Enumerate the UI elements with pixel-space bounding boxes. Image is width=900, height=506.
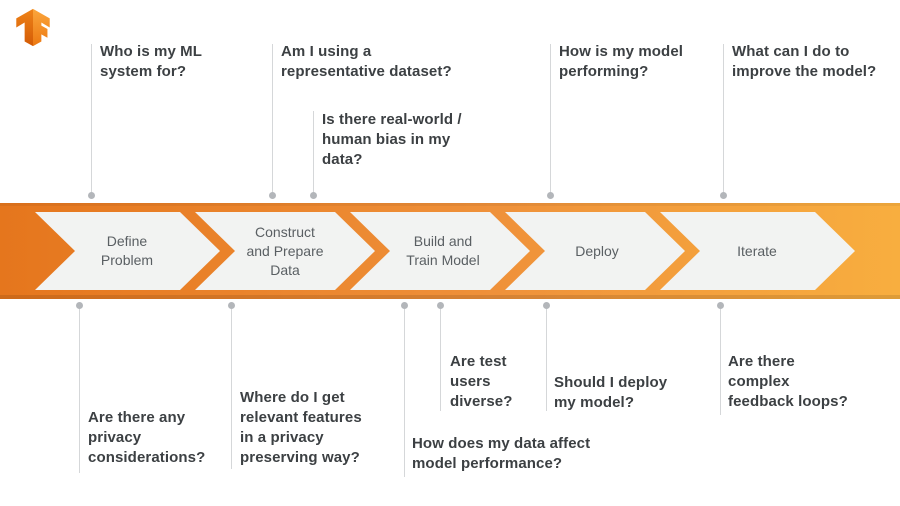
question-test-users-diverse: Are test users diverse? [450, 353, 513, 410]
question-model-performing: How is my model performing? [559, 43, 684, 80]
question-real-world-bias: Is there real-world / human bias in my d… [322, 111, 462, 168]
connector-dot [76, 302, 83, 309]
question-privacy-considerations: Are there any privacy considerations? [88, 409, 206, 466]
question-representative-dataset: Am I using a representative dataset? [281, 43, 452, 80]
stage-arrow-shape [35, 212, 220, 290]
stage-build-train-model: Build and Train Model [406, 233, 480, 268]
stage-deploy: Deploy [575, 242, 619, 259]
connector-dot [720, 192, 727, 199]
stage-arrow-shape [505, 212, 685, 290]
connector-line [272, 44, 273, 193]
connector-dot [543, 302, 550, 309]
question-feedback-loops: Are there complex feedback loops? [728, 353, 848, 410]
connector-line [440, 309, 441, 411]
connector-line [550, 44, 551, 193]
stage-iterate: Iterate [737, 242, 777, 259]
connector-line [404, 309, 405, 477]
connector-line [91, 44, 92, 193]
question-improve-model: What can I do to improve the model? [732, 43, 877, 80]
connector-dot [310, 192, 317, 199]
connector-dot [228, 302, 235, 309]
connector-dot [401, 302, 408, 309]
stage-define-problem: Define Problem [100, 233, 154, 268]
connector-dot [547, 192, 554, 199]
connector-dot [437, 302, 444, 309]
question-data-affect-performance: How does my data affect model performanc… [412, 435, 591, 472]
question-who-is-system-for: Who is my ML system for? [100, 43, 203, 80]
stage-arrow-shape [350, 212, 530, 290]
connector-line [720, 309, 721, 415]
connector-line [313, 111, 314, 193]
connector-line [546, 309, 547, 411]
stage-construct-prepare-data: Construct and Prepare Data [246, 223, 324, 278]
connector-dot [88, 192, 95, 199]
stage-arrow-shape [660, 212, 855, 290]
question-should-deploy: Should I deploy my model? [554, 374, 668, 411]
connector-dot [269, 192, 276, 199]
tensorflow-logo-icon [16, 8, 50, 47]
connector-dot [717, 302, 724, 309]
process-band [0, 203, 900, 299]
stage-arrow-shape [195, 212, 375, 290]
connector-line [231, 309, 232, 469]
connector-line [79, 309, 80, 473]
question-relevant-features-privacy: Where do I get relevant features in a pr… [240, 389, 362, 466]
connector-line [723, 44, 724, 193]
